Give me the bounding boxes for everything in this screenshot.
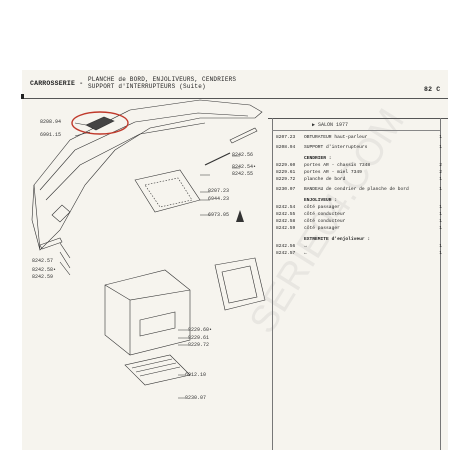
ashtray-drawer (124, 354, 191, 386)
callout-8242-56: 8242.56 (232, 152, 254, 158)
dashboard-panel-outline (33, 99, 263, 251)
table-row: CENDRIER : (304, 156, 332, 161)
switch-support-part (85, 116, 115, 131)
header-rule (22, 98, 448, 99)
screw-part (236, 210, 244, 222)
dashboard-left-edge (31, 184, 41, 251)
table-note: ▶ SALON 1977 (312, 122, 349, 128)
callout-8242-54: 8242.54• (232, 164, 257, 170)
ashtray-bezel-inner (221, 265, 258, 304)
ashtray-panel-inner (144, 177, 193, 208)
callout-8207-23: 8207.23 (208, 188, 230, 194)
ashtray-panel (134, 169, 201, 213)
table-note-rule (272, 130, 440, 131)
section-title: CARROSSERIE - (30, 80, 84, 87)
callout-8242-57: 8242.57 (32, 258, 54, 264)
page-number: 82 C (424, 86, 441, 93)
margin-mark (21, 94, 24, 99)
dashboard-vent (51, 204, 71, 223)
table-left-rule (272, 118, 273, 450)
leader-lines (59, 122, 240, 399)
subtitle-line-2: SUPPORT d'INTERRUPTEURS (Suite) (88, 83, 206, 90)
dashboard-trim-line (39, 112, 249, 191)
table-top-rule (268, 118, 448, 119)
callout-6912-10: 6912.10 (185, 372, 207, 378)
callout-6991-15: 6991.15 (40, 132, 62, 138)
ashtray-housing (104, 269, 191, 356)
table-row: 8242.56→1 (276, 244, 442, 249)
callout-8229-61: 8229.61 (188, 335, 210, 341)
callout-8230-07: 8230.07 (185, 395, 207, 401)
callout-8242-59: 8242.59 (32, 274, 54, 280)
ashtray-bezel (214, 257, 266, 311)
callout-6973-05: 6973.05 (208, 212, 230, 218)
table-row: 8242.57←1 (276, 251, 442, 256)
trim-strip-upper (229, 127, 258, 144)
trim-strip-lower (39, 237, 63, 250)
callout-8229-72: 8229.72 (188, 342, 210, 348)
ashtray-slot (139, 311, 176, 337)
table-row: ENJOLIVEUR : (304, 198, 338, 203)
table-row: EXTREMITE d'enjoliveur : (304, 237, 371, 242)
callout-8242-58: 8242.58• (32, 267, 57, 273)
table-right-rule (440, 118, 441, 450)
callout-8242-55: 8242.55 (232, 171, 254, 177)
ashtray-drawer-ribs (131, 358, 181, 377)
ashtray-housing-edges (104, 284, 191, 355)
trim-strip-arrow (204, 152, 231, 166)
callout-8208-94: 8208.94 (40, 119, 62, 125)
callout-6944-23: 6944.23 (208, 196, 230, 202)
subtitle-line-1: PLANCHE de BORD, ENJOLIVEURS, CENDRIERS (88, 76, 237, 83)
callout-8229-60: 8229.60• (188, 327, 213, 333)
highlight-circle (71, 111, 129, 135)
dashboard-lower-line (45, 122, 206, 201)
